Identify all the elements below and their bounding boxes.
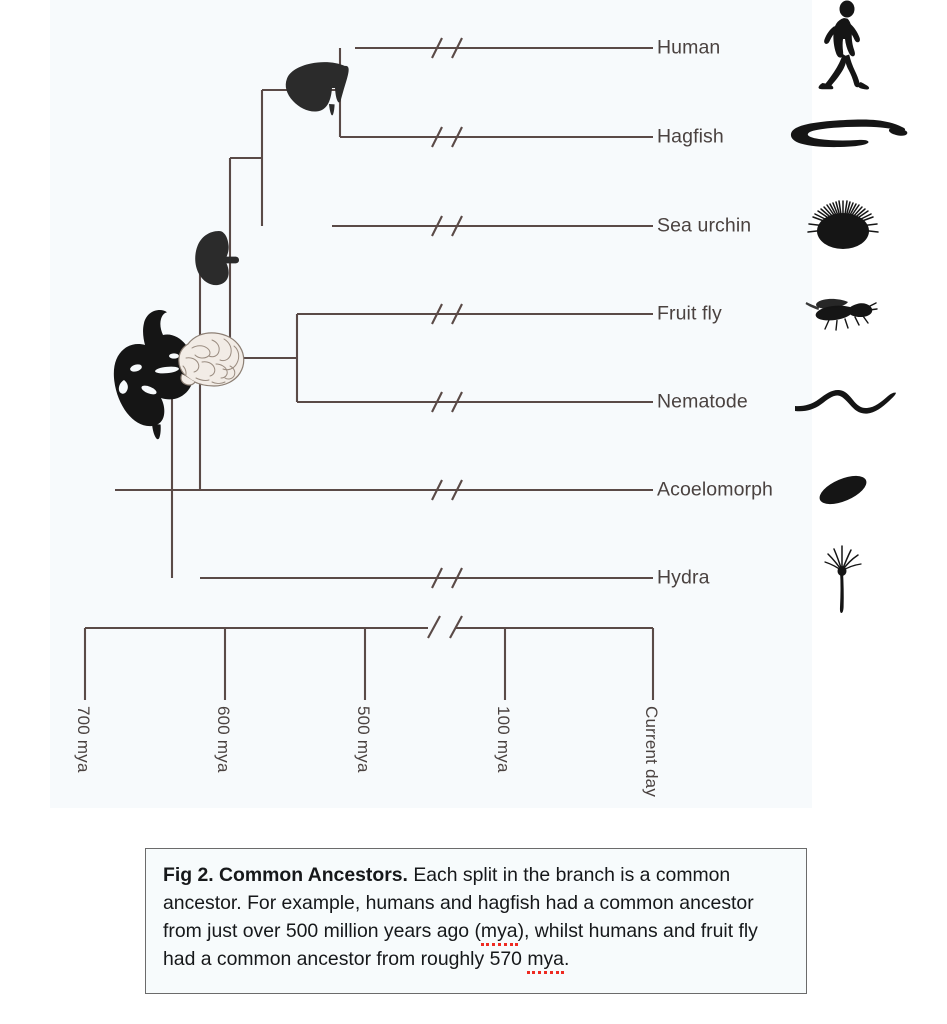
caption-body-1: Each split in the branch is a common anc… — [163, 864, 754, 942]
axis-label-current-day: Current day — [642, 706, 661, 798]
break-mark-fruitfly — [431, 303, 463, 325]
taxon-label-hagfish: Hagfish — [657, 125, 724, 148]
break-mark-seaurchin — [431, 215, 463, 237]
figure-caption-box: Fig 2. Common Ancestors. Each split in t… — [145, 848, 807, 994]
taxon-label-nematode: Nematode — [657, 390, 748, 413]
break-mark-human — [431, 37, 463, 59]
break-mark-nematode — [431, 391, 463, 413]
acoelomorph-silhouette-icon — [814, 469, 872, 511]
nematode-silhouette-icon — [793, 384, 897, 420]
caption-misspelled-mya-1: mya — [480, 919, 518, 946]
kidney-icon — [193, 228, 241, 288]
human-walking-silhouette-icon — [814, 0, 876, 96]
taxon-label-sea-urchin: Sea urchin — [657, 214, 752, 237]
hydra-silhouette-icon — [818, 541, 868, 615]
figure-caption-text: Fig 2. Common Ancestors. Each split in t… — [163, 862, 790, 974]
break-mark-hydra — [431, 567, 463, 589]
axis-label-600-mya: 600 mya — [214, 706, 233, 773]
axis-label-500-mya: 500 mya — [354, 706, 373, 773]
taxon-label-fruit-fly: Fruit fly — [657, 302, 722, 325]
axis-label-100-mya: 100 mya — [494, 706, 513, 773]
figure-panel-background — [50, 0, 812, 808]
axis-break-mark — [427, 615, 463, 639]
sea-urchin-silhouette-icon — [805, 198, 881, 254]
taxon-label-human: Human — [657, 36, 721, 59]
caption-misspelled-mya-2: mya — [527, 947, 564, 974]
taxon-label-hydra: Hydra — [657, 566, 710, 589]
break-mark-hagfish — [431, 126, 463, 148]
caption-title: Fig 2. Common Ancestors. — [163, 864, 408, 886]
caption-body-2: ), whilst humans and fruit fly had a com… — [163, 919, 758, 970]
taxon-label-acoelomorph: Acoelomorph — [657, 478, 773, 501]
axis-label-700-mya: 700 mya — [74, 706, 93, 773]
hagfish-silhouette-icon — [788, 115, 908, 159]
fruit-fly-silhouette-icon — [805, 294, 879, 334]
liver-icon — [283, 60, 351, 120]
break-mark-acoelomorph — [431, 479, 463, 501]
brain-icon — [168, 330, 248, 392]
gut-icon — [112, 308, 222, 440]
caption-body-3: . — [563, 947, 570, 970]
